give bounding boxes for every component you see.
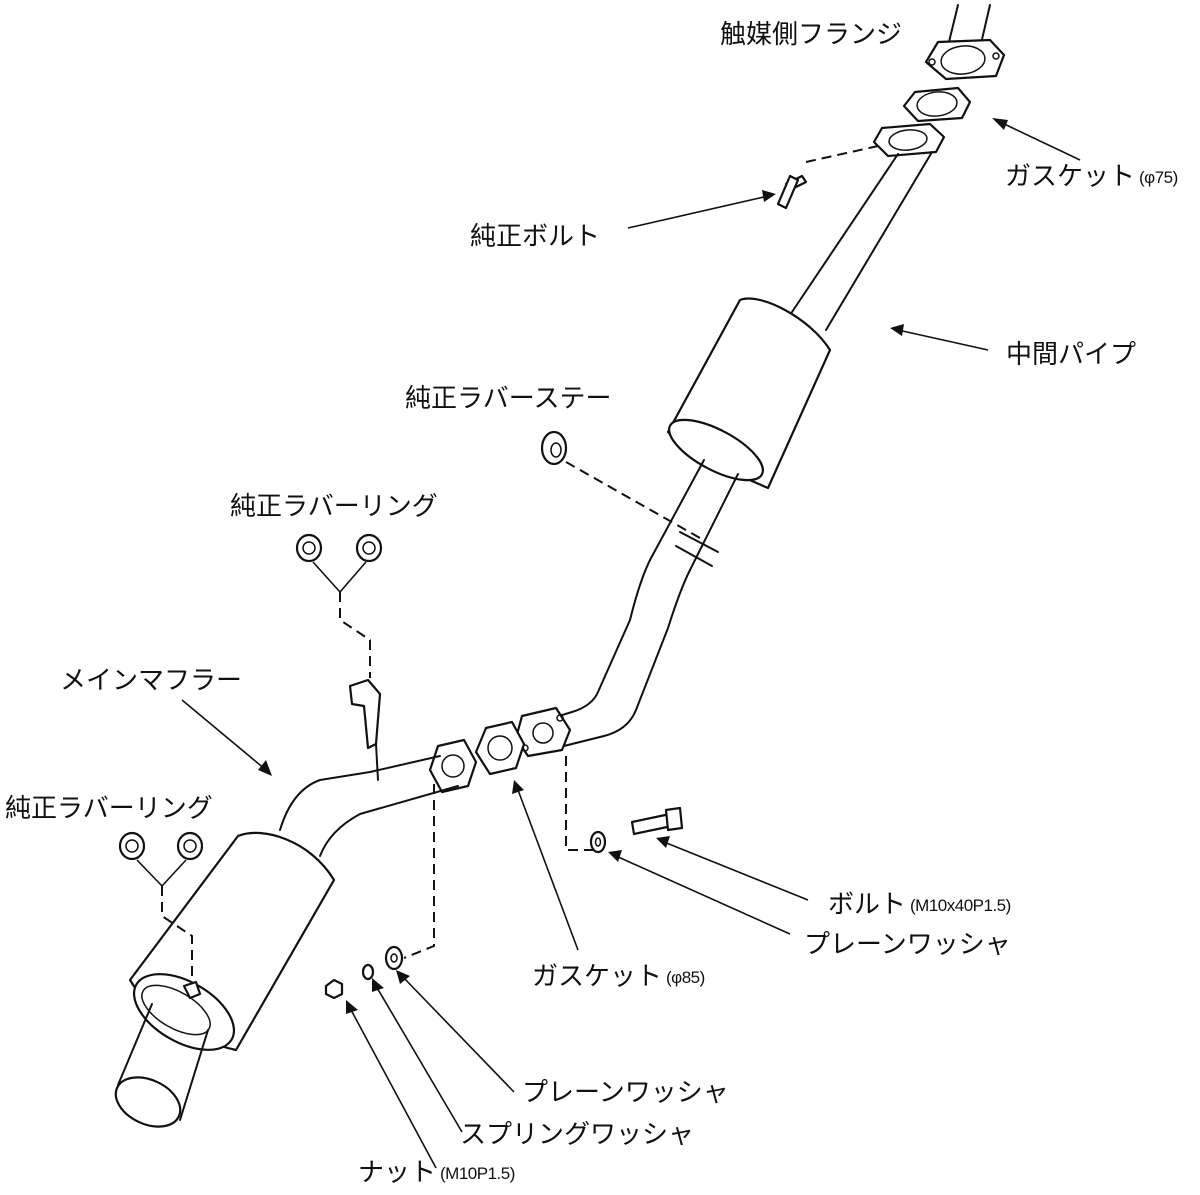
- center-pipe-part: [514, 122, 946, 758]
- bolt-spec: (M10x40P1.5): [910, 896, 1011, 915]
- oem-bolt-part: [776, 145, 879, 210]
- leader-arrows: [181, 118, 1081, 1169]
- gasket-85-part: [474, 720, 526, 776]
- gasket-75-name: ガスケット: [1005, 162, 1136, 192]
- spring-washer-label: スプリングワッシャ: [460, 1120, 695, 1150]
- oem-rubber-stay-label: 純正ラバーステー: [405, 384, 612, 414]
- oem-rubber-ring-upper-label: 純正ラバーリング: [230, 492, 438, 522]
- plain-washer-right-label: プレーンワッシャ: [804, 930, 1011, 960]
- rubber-stay-part: [540, 430, 701, 539]
- oem-bolt-label: 純正ボルト: [470, 222, 601, 252]
- rubber-ring-upper-part: [295, 533, 383, 678]
- gasket-75-spec: (φ75): [1139, 168, 1178, 187]
- nut-washer-part: [324, 784, 435, 1000]
- main-muffler-label: メインマフラー: [60, 666, 243, 696]
- catalyst-flange-part: [924, 4, 1006, 81]
- gasket-85-spec: (φ85): [666, 968, 705, 987]
- nut-label: ナット(M10P1.5): [358, 1160, 515, 1186]
- main-muffler-part: [114, 678, 478, 1128]
- center-pipe-label: 中間パイプ: [1006, 340, 1137, 370]
- bolt-label: ボルト(M10x40P1.5): [828, 892, 1011, 918]
- gasket-85-name: ガスケット: [532, 962, 663, 992]
- nut-spec: (M10P1.5): [440, 1164, 515, 1183]
- catalyst-flange-label: 触媒側フランジ: [720, 20, 903, 50]
- bolt-name: ボルト: [828, 890, 907, 920]
- gasket-75-label: ガスケット(φ75): [1005, 164, 1178, 190]
- nut-name: ナット: [358, 1158, 437, 1188]
- bolt-washer-part: [565, 756, 684, 854]
- oem-rubber-ring-lower-label: 純正ラバーリング: [5, 794, 213, 824]
- gasket-75-part: [902, 86, 972, 123]
- rubber-ring-lower-part: [118, 831, 204, 982]
- gasket-85-label: ガスケット(φ85): [532, 964, 705, 990]
- plain-washer-bottom-label: プレーンワッシャ: [522, 1078, 729, 1108]
